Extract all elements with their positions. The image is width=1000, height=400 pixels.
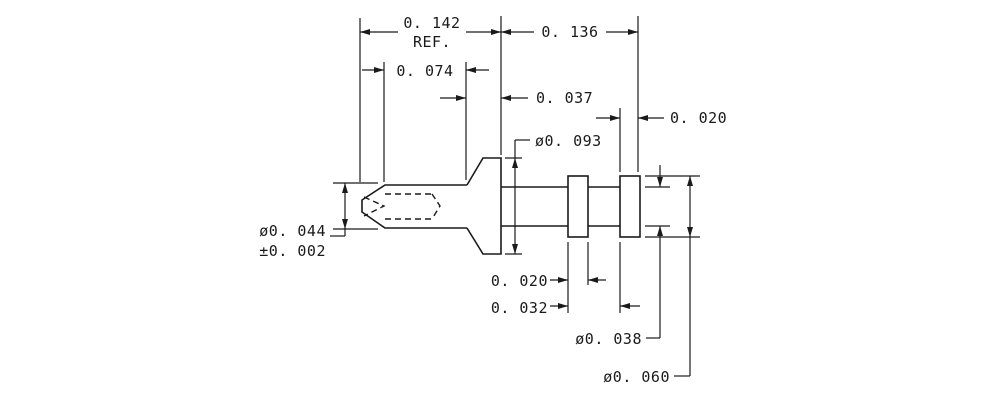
dim-groove-width-value: 0. 020 [670, 109, 727, 127]
dim-first-collar-width-value: 0. 020 [491, 272, 548, 290]
dim-overall-ref-suffix: REF. [413, 33, 451, 51]
shaft-middle [588, 186, 620, 227]
dim-groove-width: 0. 020 [596, 109, 727, 127]
hidden-lines [363, 193, 441, 220]
dim-overall-ref-value: 0. 142 [403, 14, 460, 32]
dim-collar-spacing: 0. 032 [491, 299, 640, 317]
dim-tip-diameter-value: ø0. 044 [259, 222, 326, 240]
dim-collar-diameter-value: ø0. 060 [603, 368, 670, 386]
dim-collar-diameter: ø0. 060 [603, 176, 693, 386]
dim-shaft-diameter: ø0. 038 [575, 165, 663, 348]
first-collar [567, 175, 589, 238]
dim-tip-tolerance-value: ±0. 002 [259, 242, 326, 260]
dim-first-collar-width: 0. 020 [491, 272, 606, 290]
flange [466, 157, 502, 255]
dim-overall-ref: 0. 142 REF. [360, 14, 501, 51]
dim-flange-shoulder: 0. 037 [440, 89, 593, 107]
pin-part-outline [361, 157, 641, 255]
dim-right-length: 0. 136 [501, 23, 638, 41]
tip-body [361, 184, 467, 229]
dim-right-length-value: 0. 136 [541, 23, 598, 41]
dim-collar-spacing-value: 0. 032 [491, 299, 548, 317]
dim-tip-length-value: 0. 074 [396, 62, 453, 80]
dim-shaft-diameter-value: ø0. 038 [575, 330, 642, 348]
shaft-left [501, 186, 568, 227]
dim-flange-diameter: ø0. 093 [505, 132, 602, 255]
second-collar [619, 175, 641, 238]
dim-flange-shoulder-value: 0. 037 [536, 89, 593, 107]
extension-lines [333, 16, 700, 313]
dim-flange-diameter-value: ø0. 093 [535, 132, 602, 150]
dim-tip-diameter: ø0. 044 ±0. 002 [259, 183, 348, 260]
dim-tip-length: 0. 074 [362, 62, 489, 80]
